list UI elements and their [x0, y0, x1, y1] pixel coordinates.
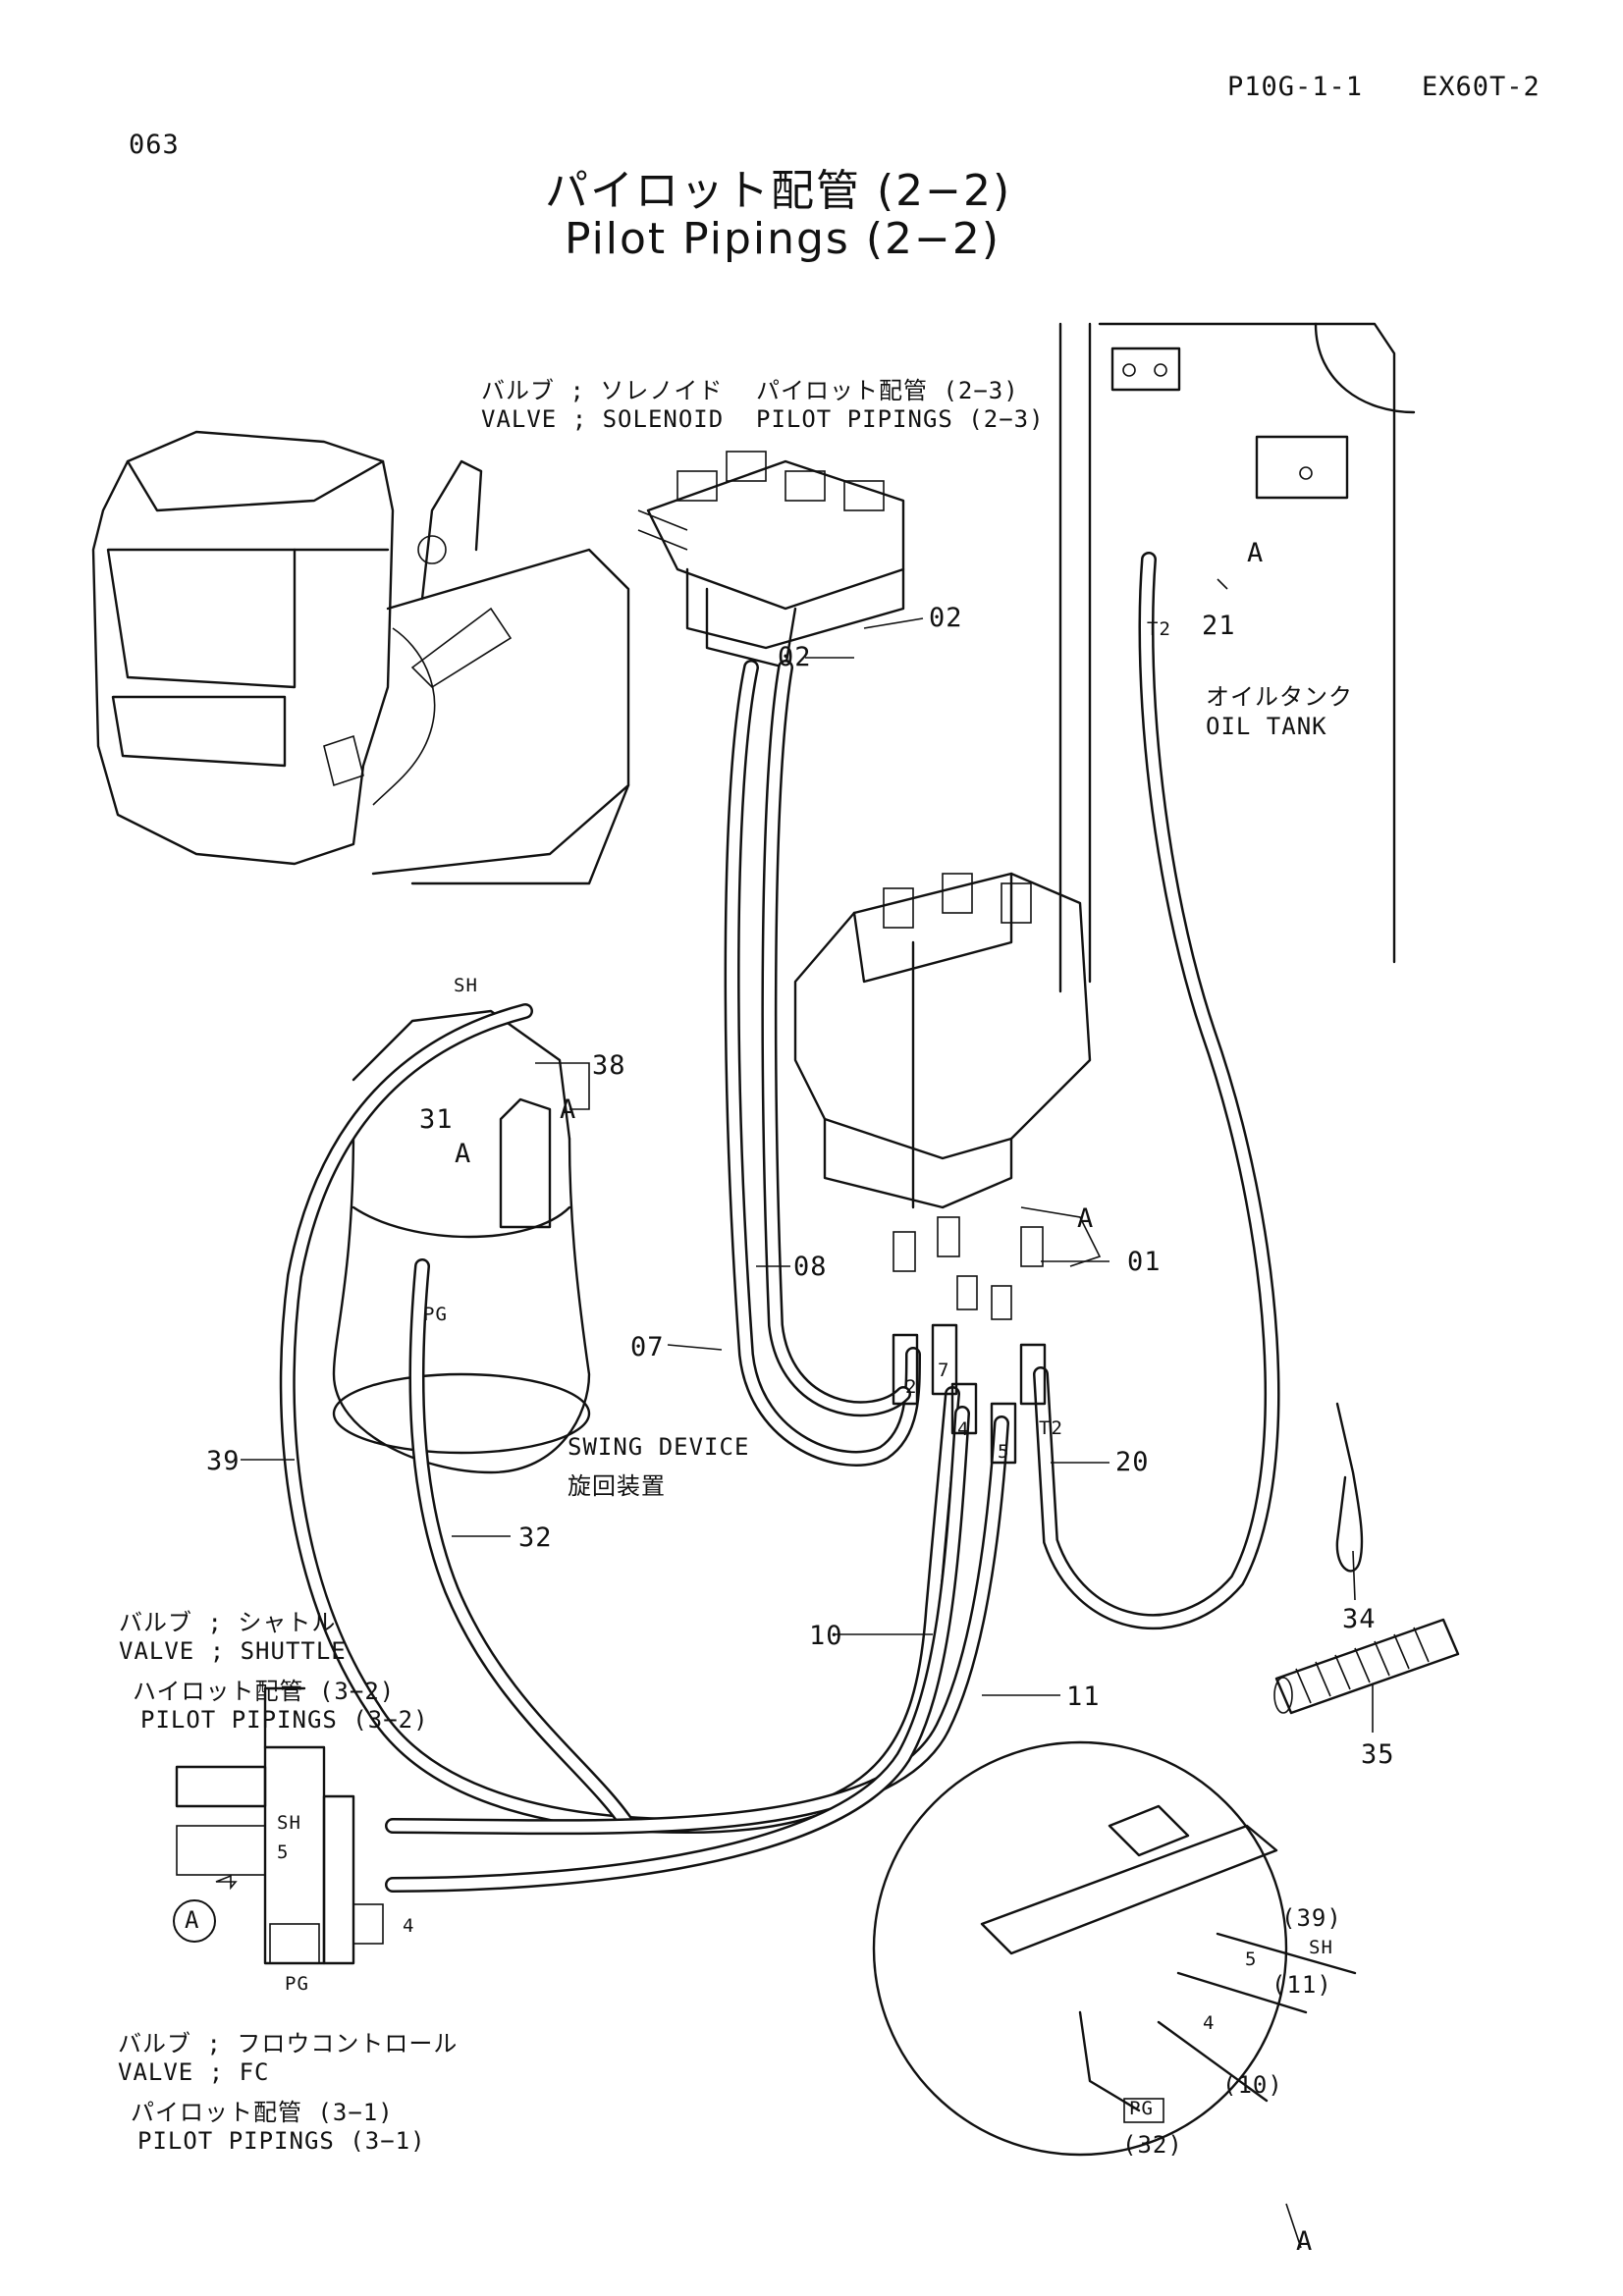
callout-39: 39 — [206, 1446, 241, 1476]
detail-callout-32: (32) — [1122, 2131, 1183, 2159]
detail-a-pointer-label: A — [185, 1906, 200, 1934]
callout-34: 34 — [1342, 1604, 1377, 1634]
shuttle-fc-valve-drawing — [175, 1686, 384, 1965]
swing-device-label-jp: 旋回装置 — [568, 1472, 666, 1500]
marker-a-swing-2: A — [455, 1139, 472, 1169]
corrugated-tube-drawing — [1273, 1618, 1460, 1715]
tag-5-shuttle: 5 — [277, 1842, 290, 1863]
callout-38: 38 — [592, 1050, 626, 1081]
page-number: 063 — [129, 130, 180, 160]
solenoid-valve-drawing — [637, 451, 905, 669]
title-japanese: パイロット配管 (2−2) — [545, 166, 1012, 216]
pilot-3-2-label-en: PILOT PIPINGS (3−2) — [140, 1706, 429, 1734]
port-t2-tank: T2 — [1147, 618, 1171, 640]
callout-02-upper: 02 — [929, 603, 963, 633]
marker-a-swing: A — [560, 1095, 577, 1125]
port-t2-control: T2 — [1039, 1417, 1063, 1439]
detail-a-circle — [872, 1740, 1357, 2249]
callout-21: 21 — [1202, 611, 1236, 641]
port-sh-shuttle: SH — [277, 1812, 301, 1834]
detail-callout-10: (10) — [1222, 2071, 1283, 2099]
swing-device-label-en: SWING DEVICE — [568, 1433, 750, 1461]
detail-tag-5: 5 — [1245, 1949, 1258, 1970]
solenoid-valve-label-en: VALVE ; SOLENOID — [481, 405, 725, 433]
marker-a-control: A — [1077, 1203, 1095, 1234]
detail-port-sh: SH — [1309, 1937, 1333, 1958]
callout-11: 11 — [1066, 1682, 1101, 1712]
detail-port-pg: PG — [1129, 2098, 1154, 2119]
tag-5: 5 — [998, 1441, 1010, 1463]
detail-callout-11: (11) — [1271, 1971, 1332, 1999]
callout-08: 08 — [793, 1252, 828, 1282]
tag-2: 2 — [905, 1376, 918, 1398]
solenoid-valve-label-jp: バルブ ; ソレノイド — [481, 377, 724, 404]
callout-07: 07 — [630, 1332, 665, 1362]
detail-callout-39: (39) — [1281, 1904, 1342, 1932]
pilot-2-3-label-jp: パイロット配管 (2−3) — [756, 377, 1019, 404]
port-pg-swing: PG — [423, 1304, 448, 1325]
oil-tank-drawing — [1058, 322, 1416, 993]
swing-device-drawing — [332, 1009, 591, 1474]
port-pg-fc: PG — [285, 1973, 309, 1995]
fc-valve-label-en: VALVE ; FC — [118, 2058, 270, 2086]
shuttle-valve-label-en: VALVE ; SHUTTLE — [119, 1637, 347, 1665]
detail-a-pointer-circle: A — [173, 1899, 216, 1943]
pilot-3-2-label-jp: ハイロット配管 (3−2) — [133, 1678, 396, 1705]
callout-32: 32 — [518, 1522, 553, 1553]
tag-4-shuttle: 4 — [403, 1915, 415, 1937]
detail-tag-4: 4 — [1203, 2012, 1216, 2034]
pilot-3-1-label-en: PILOT PIPINGS (3−1) — [137, 2127, 426, 2155]
page-code: P10G-1-1 — [1227, 72, 1364, 102]
model-code: EX60T-2 — [1422, 72, 1541, 102]
port-sh-swing: SH — [454, 975, 478, 996]
callout-35: 35 — [1361, 1739, 1395, 1770]
callout-02-lower: 02 — [778, 642, 812, 672]
tag-7: 7 — [938, 1360, 950, 1381]
callout-01: 01 — [1127, 1247, 1162, 1277]
pilot-3-1-label-jp: パイロット配管 (3−1) — [131, 2099, 394, 2126]
leader-lines — [215, 578, 1374, 1891]
oil-tank-label-en: OIL TANK — [1206, 713, 1327, 740]
fc-valve-label-jp: バルブ ; フロウコントロール — [118, 2030, 459, 2057]
shuttle-valve-label-jp: バルブ ; シャトル — [119, 1609, 337, 1636]
fittings — [892, 1216, 1047, 1465]
tag-4: 4 — [957, 1418, 970, 1440]
callout-10: 10 — [809, 1621, 843, 1651]
hose-lines — [279, 552, 1280, 1893]
oil-tank-label-jp: オイルタンク — [1206, 683, 1353, 711]
clamp-drawing — [1335, 1402, 1364, 1573]
marker-a-tank: A — [1247, 538, 1265, 568]
excavator-cab-drawing — [91, 430, 630, 885]
callout-20: 20 — [1115, 1447, 1150, 1477]
detail-a-label: A — [1296, 2226, 1314, 2257]
pilot-2-3-label-en: PILOT PIPINGS (2−3) — [756, 405, 1045, 433]
title-english: Pilot Pipings (2−2) — [565, 214, 1001, 264]
control-valve-drawing — [793, 872, 1092, 1209]
callout-31: 31 — [419, 1104, 454, 1135]
